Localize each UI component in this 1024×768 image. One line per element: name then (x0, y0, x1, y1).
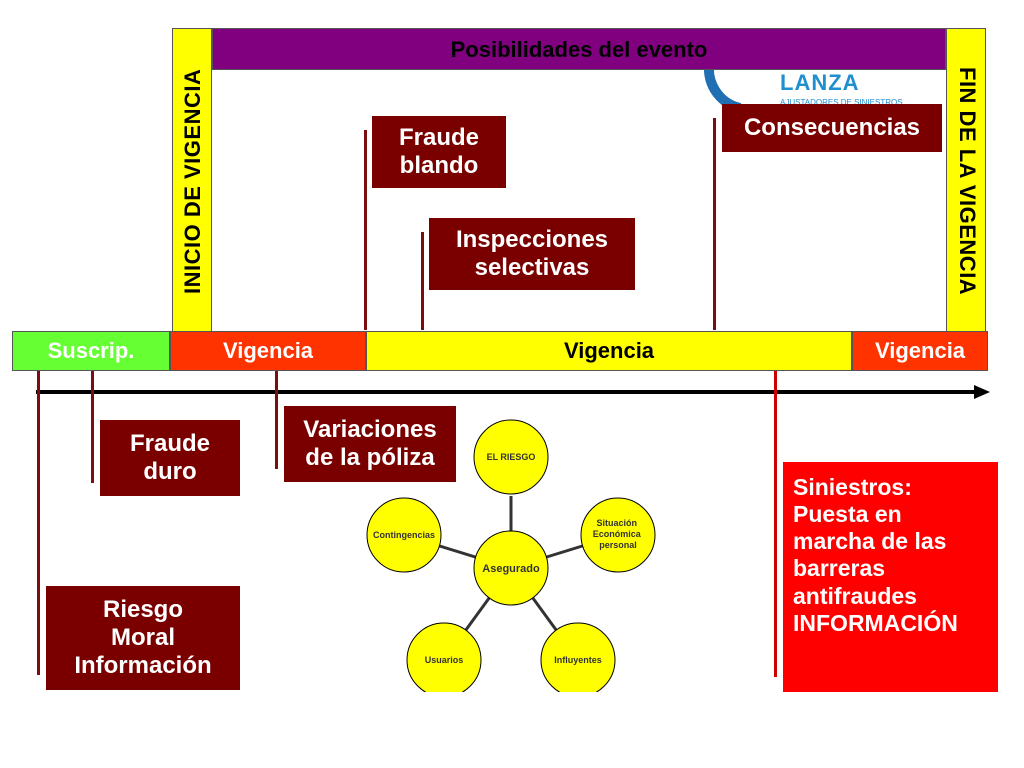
line-fraude-duro (91, 371, 94, 483)
box-siniestros: Siniestros: Puesta en marcha de las barr… (783, 462, 998, 692)
header-title: Posibilidades del evento (450, 37, 708, 62)
segment-suscrip: Suscrip. (12, 331, 170, 371)
header-bar: Posibilidades del evento (212, 28, 946, 70)
node-asegurado (473, 530, 549, 606)
fraude-blando-text: Fraude blando (398, 123, 479, 179)
arrow-head-icon (974, 385, 990, 399)
start-label: INICIO DE VIGENCIA (180, 68, 205, 294)
siniestros-text: Siniestros: Puesta en marcha de las barr… (793, 474, 958, 636)
segment-vigencia-1-label: Vigencia (222, 338, 314, 364)
node-contingencias (366, 497, 442, 573)
segment-vigencia-2-label: Vigencia (563, 338, 655, 364)
node-situacion-line-2: Económica (593, 529, 642, 539)
node-asegurado-label: Asegurado (482, 563, 540, 575)
segment-vigencia-3: Vigencia (852, 331, 988, 371)
box-fraude-blando: Fraude blando (372, 116, 506, 188)
line-fraude-blando (364, 130, 367, 330)
node-riesgo (473, 419, 549, 495)
start-pillar: INICIO DE VIGENCIA (172, 28, 212, 332)
node-usuarios-label: Usuarios (425, 655, 464, 665)
node-usuarios (406, 622, 482, 692)
riesgo-moral-text: Riesgo Moral Información (74, 595, 212, 680)
risk-network: EL RIESGO Situación Económica personal I… (366, 419, 656, 692)
line-variaciones (275, 371, 278, 469)
node-influyentes-label: Influyentes (554, 655, 602, 665)
box-fraude-duro: Fraude duro (100, 420, 240, 496)
node-contingencias-label: Contingencias (373, 530, 435, 540)
consecuencias-text: Consecuencias (743, 113, 921, 141)
inspecciones-text: Inspecciones selectivas (455, 225, 609, 281)
box-inspecciones: Inspecciones selectivas (429, 218, 635, 290)
node-situacion-line-3: personal (599, 540, 637, 550)
end-pillar: FIN DE LA VIGENCIA (946, 28, 986, 332)
end-label: FIN DE LA VIGENCIA (955, 66, 980, 296)
segment-suscrip-label: Suscrip. (47, 338, 135, 364)
box-consecuencias: Consecuencias (722, 104, 942, 152)
node-situacion (580, 497, 656, 573)
node-situacion-line-1: Situación (596, 518, 637, 528)
box-riesgo-moral: Riesgo Moral Información (46, 586, 240, 690)
logo-tagline: AJUSTADORES DE SINIESTROS (780, 98, 903, 107)
time-arrow (36, 385, 990, 399)
node-influyentes (540, 622, 616, 692)
fraude-duro-text: Fraude duro (129, 429, 210, 485)
line-inspecciones (421, 232, 424, 330)
line-siniestros (774, 371, 777, 677)
segment-vigencia-3-label: Vigencia (874, 338, 966, 364)
box-variaciones: Variaciones de la póliza (284, 406, 456, 482)
node-situacion-label: Situación Económica personal (593, 518, 644, 550)
line-consecuencias (713, 118, 716, 330)
variaciones-text: Variaciones de la póliza (303, 415, 437, 471)
line-riesgo-moral (37, 371, 40, 675)
segment-vigencia-1: Vigencia (170, 331, 366, 371)
segment-vigencia-2: Vigencia (366, 331, 852, 371)
node-riesgo-label: EL RIESGO (487, 452, 536, 462)
logo-name: LANZA (780, 70, 860, 95)
